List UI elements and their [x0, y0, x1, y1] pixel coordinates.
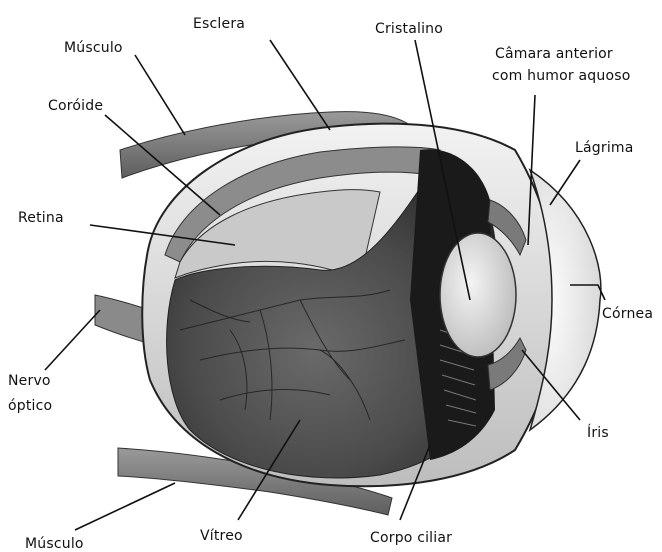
label-cornea: Córnea [602, 306, 653, 322]
label-optico: óptico [8, 398, 52, 414]
label-corpo-ciliar: Corpo ciliar [370, 530, 452, 546]
label-musculo-bottom: Músculo [25, 536, 84, 552]
label-nervo: Nervo [8, 373, 51, 389]
label-musculo-top: Músculo [64, 40, 123, 56]
label-coroide: Coróide [48, 98, 103, 114]
label-lagrima: Lágrima [575, 140, 634, 156]
label-camara-anterior-1: Câmara anterior [495, 46, 613, 62]
label-cristalino: Cristalino [375, 21, 443, 37]
label-vitreo: Vítreo [200, 528, 243, 544]
label-esclera: Esclera [193, 16, 245, 32]
lens-shape [440, 233, 516, 357]
label-camara-anterior-2: com humor aquoso [492, 68, 630, 84]
label-retina: Retina [18, 210, 64, 226]
label-iris: Íris [587, 424, 609, 441]
